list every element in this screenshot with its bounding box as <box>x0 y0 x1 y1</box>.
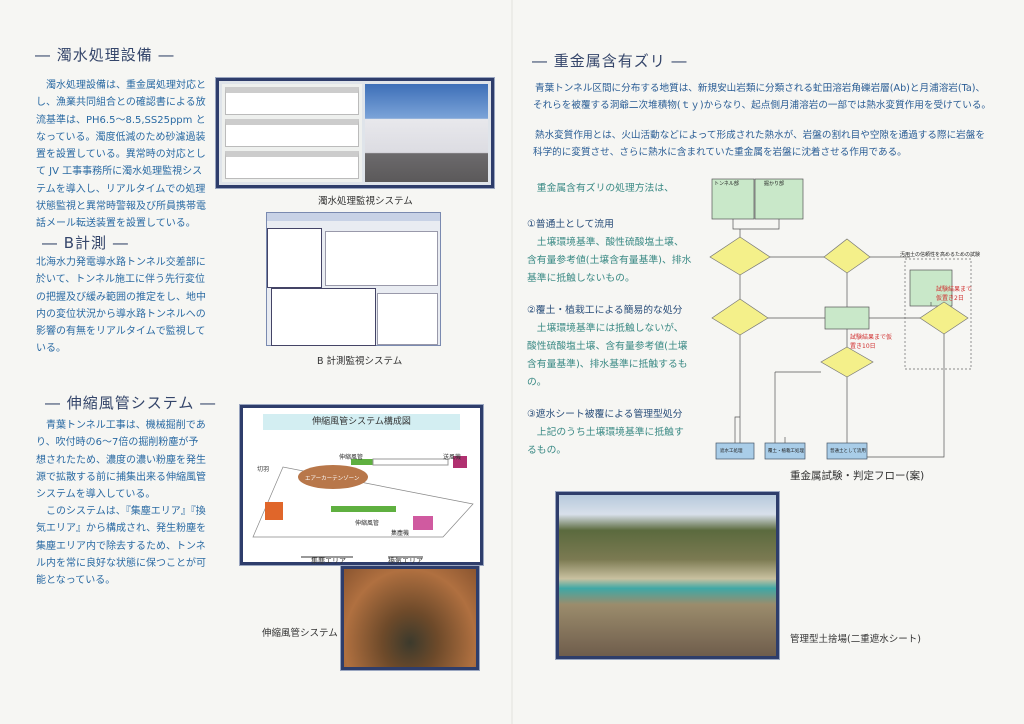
label-duct-bottom: 伸縮風管 <box>355 520 380 527</box>
flow-end-seal: 遮水工処理 <box>720 449 743 454</box>
label-duct-top: 伸縮風管 <box>339 454 364 461</box>
wastewater-caption: 濁水処理監視システム <box>318 196 413 207</box>
label-curtain: エアーカーテンゾーン <box>305 476 360 482</box>
disposal-site-caption: 管理型土捨場(二重遮水シート) <box>790 634 921 645</box>
section-title-duct: ― 伸縮風管システム ― <box>45 394 217 412</box>
geology-line-1: 青葉トンネル区間に分布する地質は、新規安山岩類に分類される虻田溶岩角礫岩層(Ab… <box>535 83 986 94</box>
flowchart-lines <box>709 178 972 460</box>
method-2-title: ②覆土・植栽工による簡易的な処分 <box>527 305 683 316</box>
treatment-methods: 重金属含有ズリの処理方法は、 ①普通土として流用 土壌環境基準、酸性硫酸塩土壌、… <box>527 180 692 460</box>
bmeasure-caption: B 計測監視システム <box>317 356 403 367</box>
methods-intro: 重金属含有ズリの処理方法は、 <box>536 183 674 194</box>
flow-hold-10days: 試験結果まで仮置き10日 <box>850 334 893 350</box>
duct-system-diagram: 伸縮風管システム構成図 切羽 伸縮風管 送風機 エアーカーテンゾーン 伸縮風管 … <box>240 405 483 565</box>
hydrothermal-line-1: 熱水変質作用とは、火山活動などによって形成された熱水が、岩盤の割れ目や空隙を通過… <box>535 130 985 141</box>
diagram-title: 伸縮風管システム構成図 <box>263 414 460 430</box>
bmeasure-body: 北海水力発電導水路トンネル交差部に於いて、トンネル施工に伴う先行変位の把握及び緩… <box>36 257 206 355</box>
section-title-bmeasure: ― B計測 ― <box>42 234 129 252</box>
flow-box-cut: 掘かり部 <box>764 181 785 187</box>
duct-diagram-svg <box>252 456 474 558</box>
monitor-screen <box>222 84 362 182</box>
flow-test-group: 汚用土の信頼性を高めるための試験 <box>900 252 981 258</box>
flow-end-normal: 普通土として流用 <box>830 449 866 454</box>
method-3-body: 上記のうち土壌環境基準に抵触するもの。 <box>527 427 684 456</box>
flow-box-tunnel: トンネル部 <box>714 181 739 187</box>
duct-caption: 伸縮風管システム <box>262 628 338 639</box>
building-photo <box>364 84 488 182</box>
wastewater-monitor-image <box>216 78 494 188</box>
heavy-metal-flowchart: トンネル部 掘かり部 汚用土の信頼性を高めるための試験 試験結果まで仮置き2日 … <box>700 177 980 467</box>
flow-hold-2days: 試験結果まで仮置き2日 <box>936 286 973 302</box>
flowchart-caption: 重金属試験・判定フロー(案) <box>790 470 925 482</box>
tunnel-photo <box>341 566 479 670</box>
method-1-title: ①普通土として流用 <box>527 219 614 230</box>
method-2-body: 土壌環境基準には抵触しないが、酸性硫酸塩土壌、含有量参考値(土壌含有量基準)、排… <box>527 323 688 388</box>
duct-body-1: 青葉トンネル工事は、機械掘削であり、吹付時の6～7倍の掘削粉塵が予想されたため、… <box>36 420 206 501</box>
label-dust-area: 集塵エリア <box>311 557 346 565</box>
disposal-site-photo <box>556 492 779 659</box>
method-1-body: 土壌環境基準、酸性硫酸塩土壌、含有量参考値(土壌含有量基準)、排水基準に抵触しな… <box>527 237 692 284</box>
section-title-heavy-metal: ― 重金属含有ズリ ― <box>532 52 688 70</box>
label-vent-area: 換気エリア <box>388 557 423 565</box>
duct-body-2: このシステムは、『集塵エリア』『換気エリア』から構成され、発生粉塵を集塵エリア内… <box>36 506 207 587</box>
label-collector: 集塵機 <box>391 530 410 537</box>
bmeasure-monitor-image <box>266 212 441 346</box>
label-fan: 送風機 <box>443 454 462 461</box>
label-face: 切羽 <box>257 466 270 473</box>
method-3-title: ③遮水シート被覆による管理型処分 <box>527 409 683 420</box>
wastewater-body: 濁水処理設備は、重金属処理対応とし、漁業共同組合との確認書による放流基準は、PH… <box>36 80 206 230</box>
page-fold <box>511 0 513 724</box>
section-title-wastewater: ― 濁水処理設備 ― <box>35 46 175 64</box>
geology-line-2: それらを被覆する洞爺二次堆積物(ｔｙ)からなり、起点側月浦溶岩の一部では熱水変質… <box>533 100 992 111</box>
hydrothermal-line-2: 科学的に変質させ、さらに熱水に含まれていた重金属を岩盤に沈着させる作用である。 <box>533 147 907 158</box>
flow-end-cover: 覆土・植栽工処理 <box>768 449 804 454</box>
